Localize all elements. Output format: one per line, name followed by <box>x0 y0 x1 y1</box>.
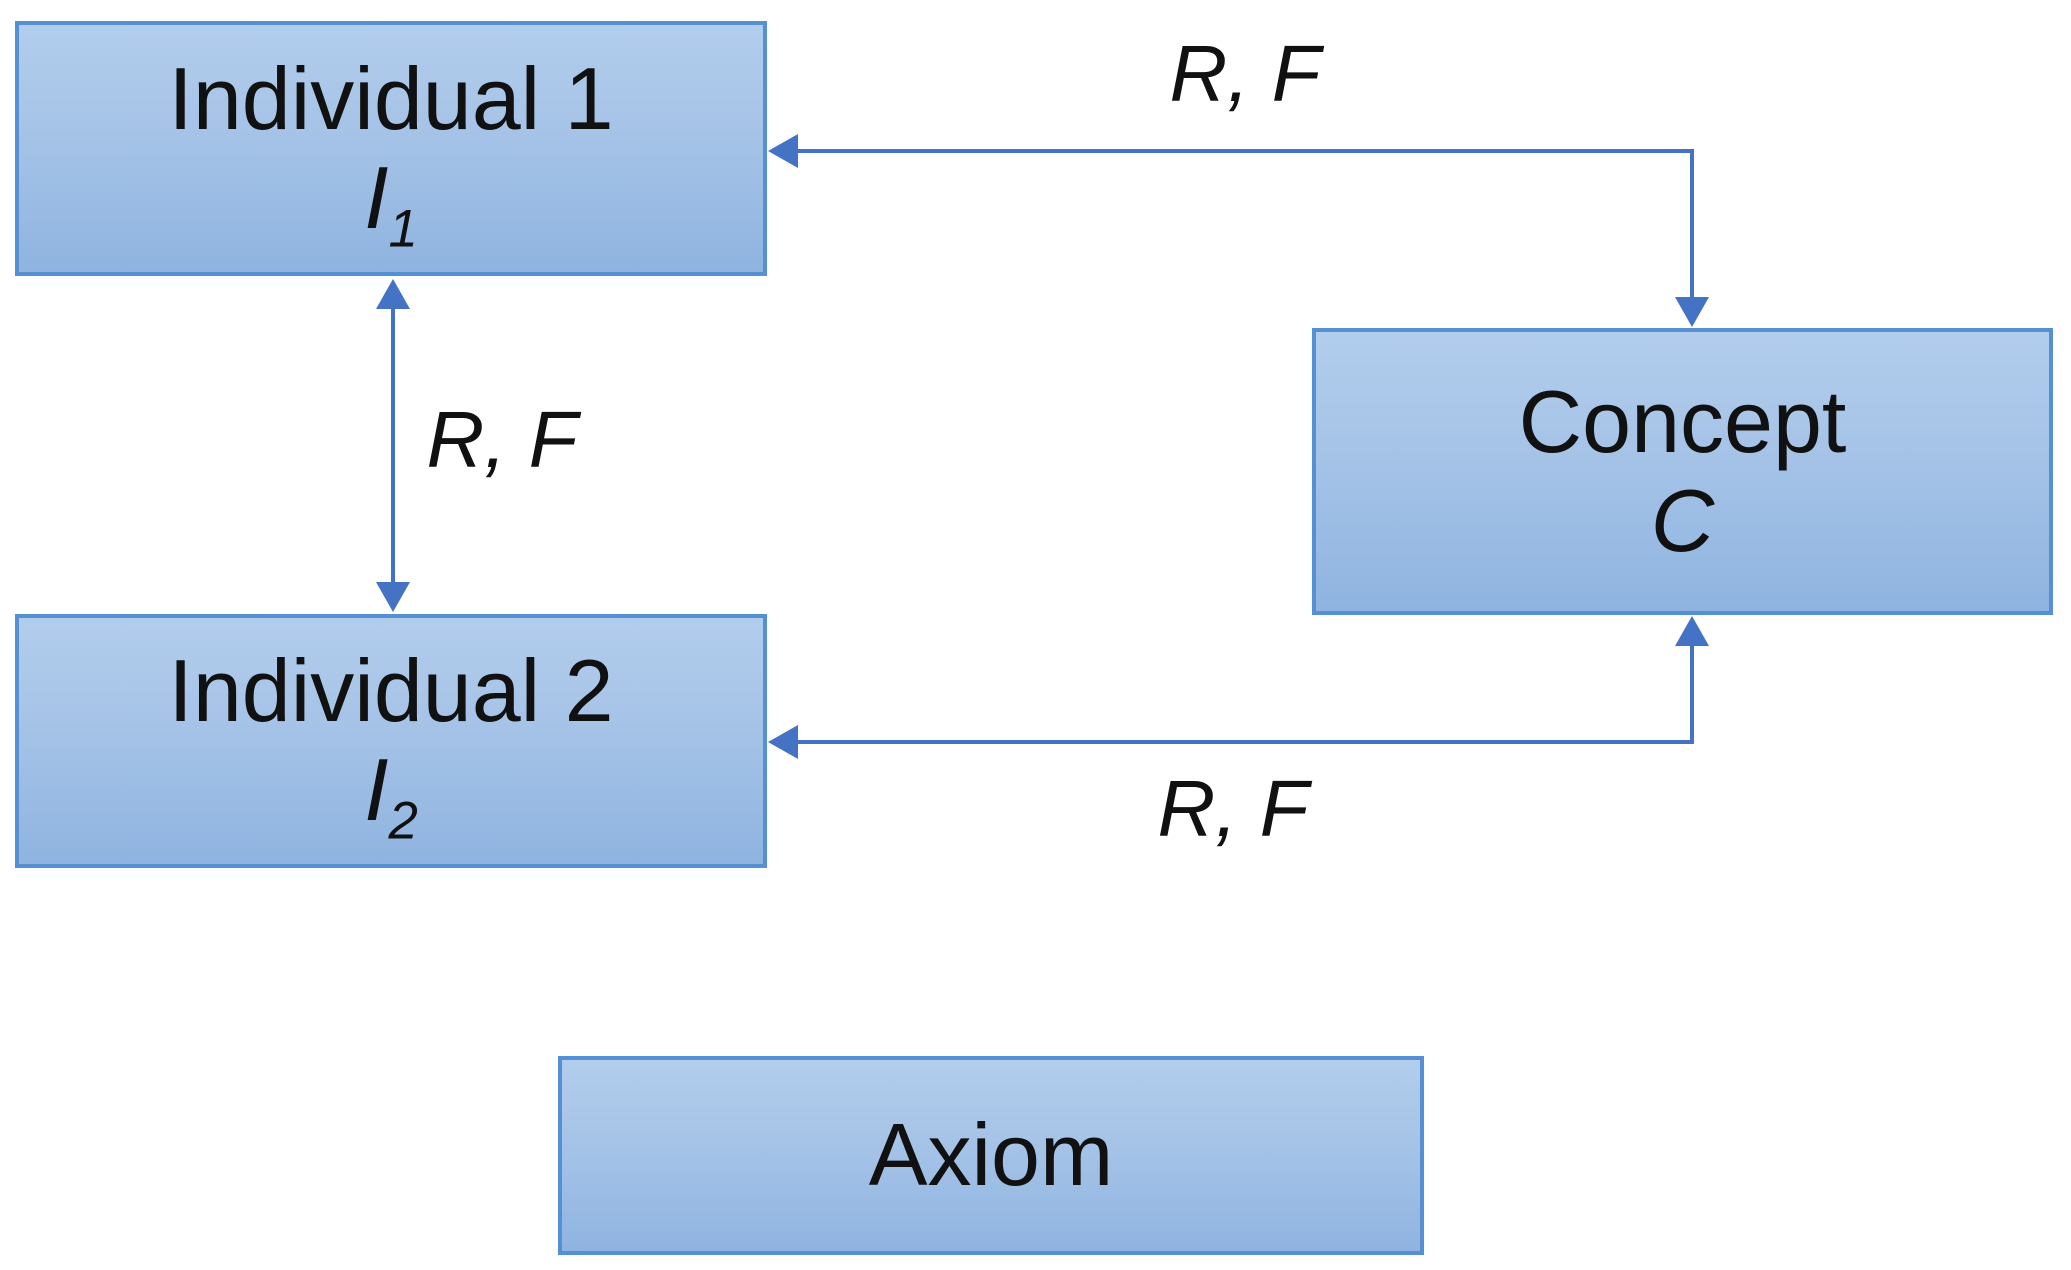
node-concept: Concept C <box>1312 328 2053 615</box>
node-axiom-title: Axiom <box>868 1105 1114 1205</box>
edge-label-rf-top: R, F <box>1169 29 1321 118</box>
symbol-subscript: 1 <box>388 199 418 259</box>
node-individual-1-title: Individual 1 <box>168 48 614 148</box>
edge-line-horizontal <box>796 149 1694 153</box>
arrowhead-left-into-individual2 <box>768 725 798 759</box>
symbol-letter: C <box>1650 470 1715 570</box>
edge-line-vertical <box>391 304 395 586</box>
arrowhead-left-into-individual1 <box>768 134 798 168</box>
node-individual-2: Individual 2 I2 <box>15 614 767 868</box>
edge-label-rf-middle: R, F <box>426 395 578 484</box>
arrowhead-up-into-individual1 <box>376 279 410 309</box>
node-individual-2-symbol: I2 <box>364 740 418 847</box>
node-individual-1-symbol: I1 <box>364 147 418 255</box>
edge-line-vertical <box>1690 149 1694 299</box>
node-individual-1: Individual 1 I1 <box>15 21 767 276</box>
edge-line-horizontal <box>796 740 1694 744</box>
arrowhead-down-into-individual2 <box>376 582 410 612</box>
edge-label-rf-bottom: R, F <box>1157 764 1309 853</box>
symbol-letter: I <box>364 147 389 247</box>
symbol-letter: I <box>364 740 389 839</box>
arrowhead-up-into-concept <box>1675 616 1709 646</box>
arrowhead-down-into-concept <box>1675 297 1709 327</box>
node-axiom: Axiom <box>558 1056 1424 1255</box>
node-individual-2-title: Individual 2 <box>168 641 614 741</box>
symbol-subscript: 2 <box>388 791 418 851</box>
node-concept-title: Concept <box>1518 371 1847 471</box>
edge-line-vertical <box>1690 645 1694 742</box>
node-concept-symbol: C <box>1650 470 1715 571</box>
